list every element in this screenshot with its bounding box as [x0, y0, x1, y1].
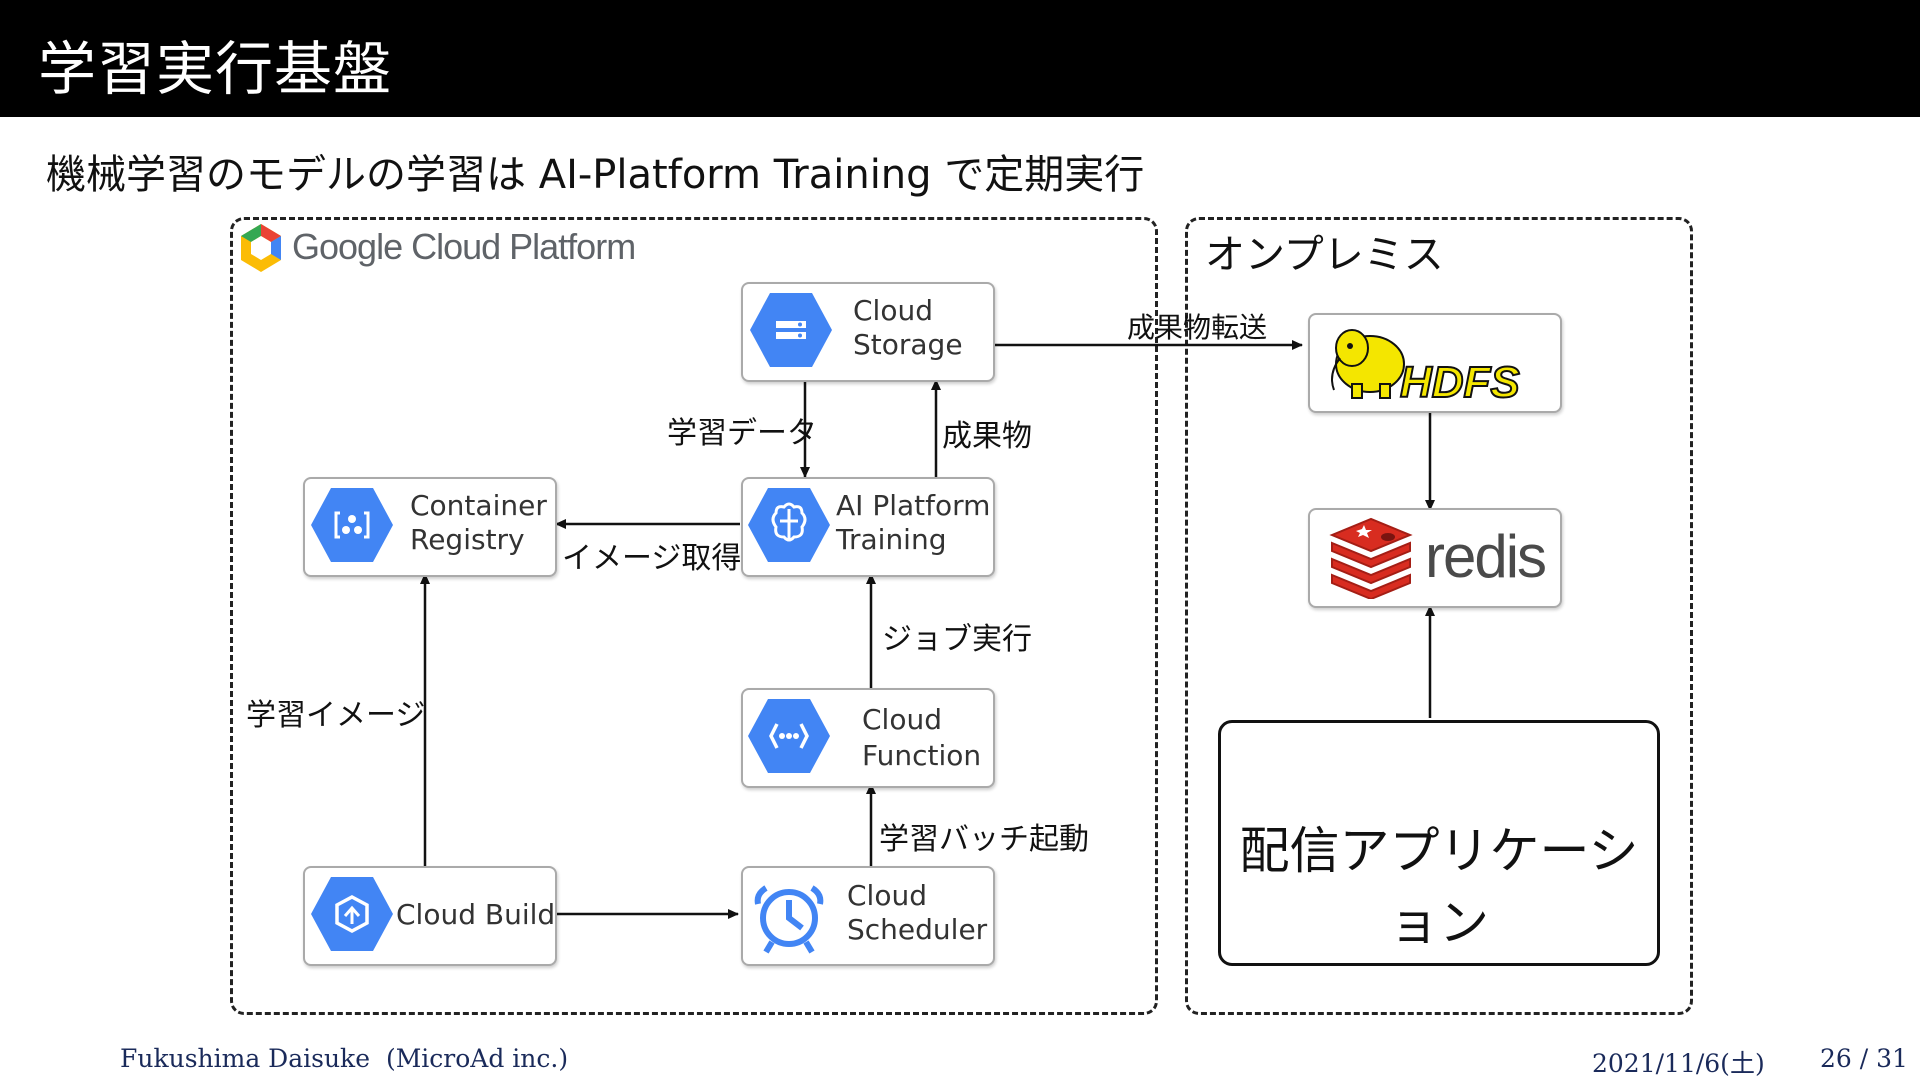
- ai-platform-icon: [748, 488, 830, 562]
- cloud-function-label-2: Function: [862, 739, 982, 772]
- edge-label-training-image: 学習イメージ: [246, 698, 426, 733]
- footer-date: 2021/11/6(土): [1592, 1049, 1765, 1078]
- footer-page: 26 / 31: [1820, 1044, 1908, 1073]
- cloud-storage-label-2: Storage: [853, 328, 963, 361]
- container-registry-label-1: Container: [410, 489, 547, 522]
- footer-org: (MicroAd inc.): [385, 1044, 569, 1073]
- onprem-title: オンプレミス: [1205, 232, 1444, 278]
- footer-author-name: Fukushima Daisuke: [120, 1044, 370, 1073]
- gcp-logo-icon: [241, 224, 281, 272]
- cloud-storage-icon: [750, 293, 832, 367]
- cloud-build-label: Cloud Build: [396, 898, 556, 931]
- cloud-function-icon: [748, 699, 830, 773]
- container-registry-label-2: Registry: [410, 523, 525, 556]
- edge-label-training-data: 学習データ: [667, 416, 817, 451]
- slide-header: 学習実行基盤: [0, 0, 1920, 117]
- hdfs-elephant-icon: [1331, 329, 1405, 399]
- cloud-build-icon: [311, 877, 393, 951]
- footer-author: Fukushima Daisuke (MicroAd inc.): [120, 1044, 568, 1073]
- slide-title: 学習実行基盤: [38, 35, 393, 103]
- edge-label-job-exec: ジョブ実行: [882, 622, 1032, 657]
- ai-platform-label-1: AI Platform: [836, 489, 991, 522]
- edge-label-artifacts: 成果物: [942, 419, 1032, 454]
- edge-label-transfer: 成果物転送: [1127, 311, 1268, 344]
- slide-subtitle: 機械学習のモデルの学習は AI-Platform Training で定期実行: [46, 152, 1145, 198]
- gcp-panel: [230, 217, 1158, 1015]
- hdfs-label: HDFS: [1399, 357, 1521, 408]
- cloud-scheduler-label-2: Scheduler: [847, 913, 988, 946]
- cloud-function-label-1: Cloud: [862, 703, 942, 736]
- ai-platform-label-2: Training: [836, 523, 947, 556]
- gcp-logo-text: Google Cloud Platform: [292, 226, 636, 267]
- cloud-storage-label-1: Cloud: [853, 294, 933, 327]
- redis-label: redis: [1425, 523, 1547, 590]
- edge-label-image-fetch: イメージ取得: [562, 541, 742, 576]
- delivery-app-box: 配信アプリケーション: [1218, 720, 1660, 966]
- edge-label-batch-start: 学習バッチ起動: [879, 822, 1089, 857]
- cloud-scheduler-icon: [754, 885, 824, 954]
- redis-logo-icon: [1329, 517, 1413, 599]
- container-registry-icon: [311, 488, 393, 562]
- cloud-scheduler-node: [741, 866, 995, 966]
- cloud-scheduler-label-1: Cloud: [847, 879, 927, 912]
- delivery-app-label: 配信アプリケーション: [1239, 822, 1639, 952]
- onprem-panel: [1185, 217, 1693, 1015]
